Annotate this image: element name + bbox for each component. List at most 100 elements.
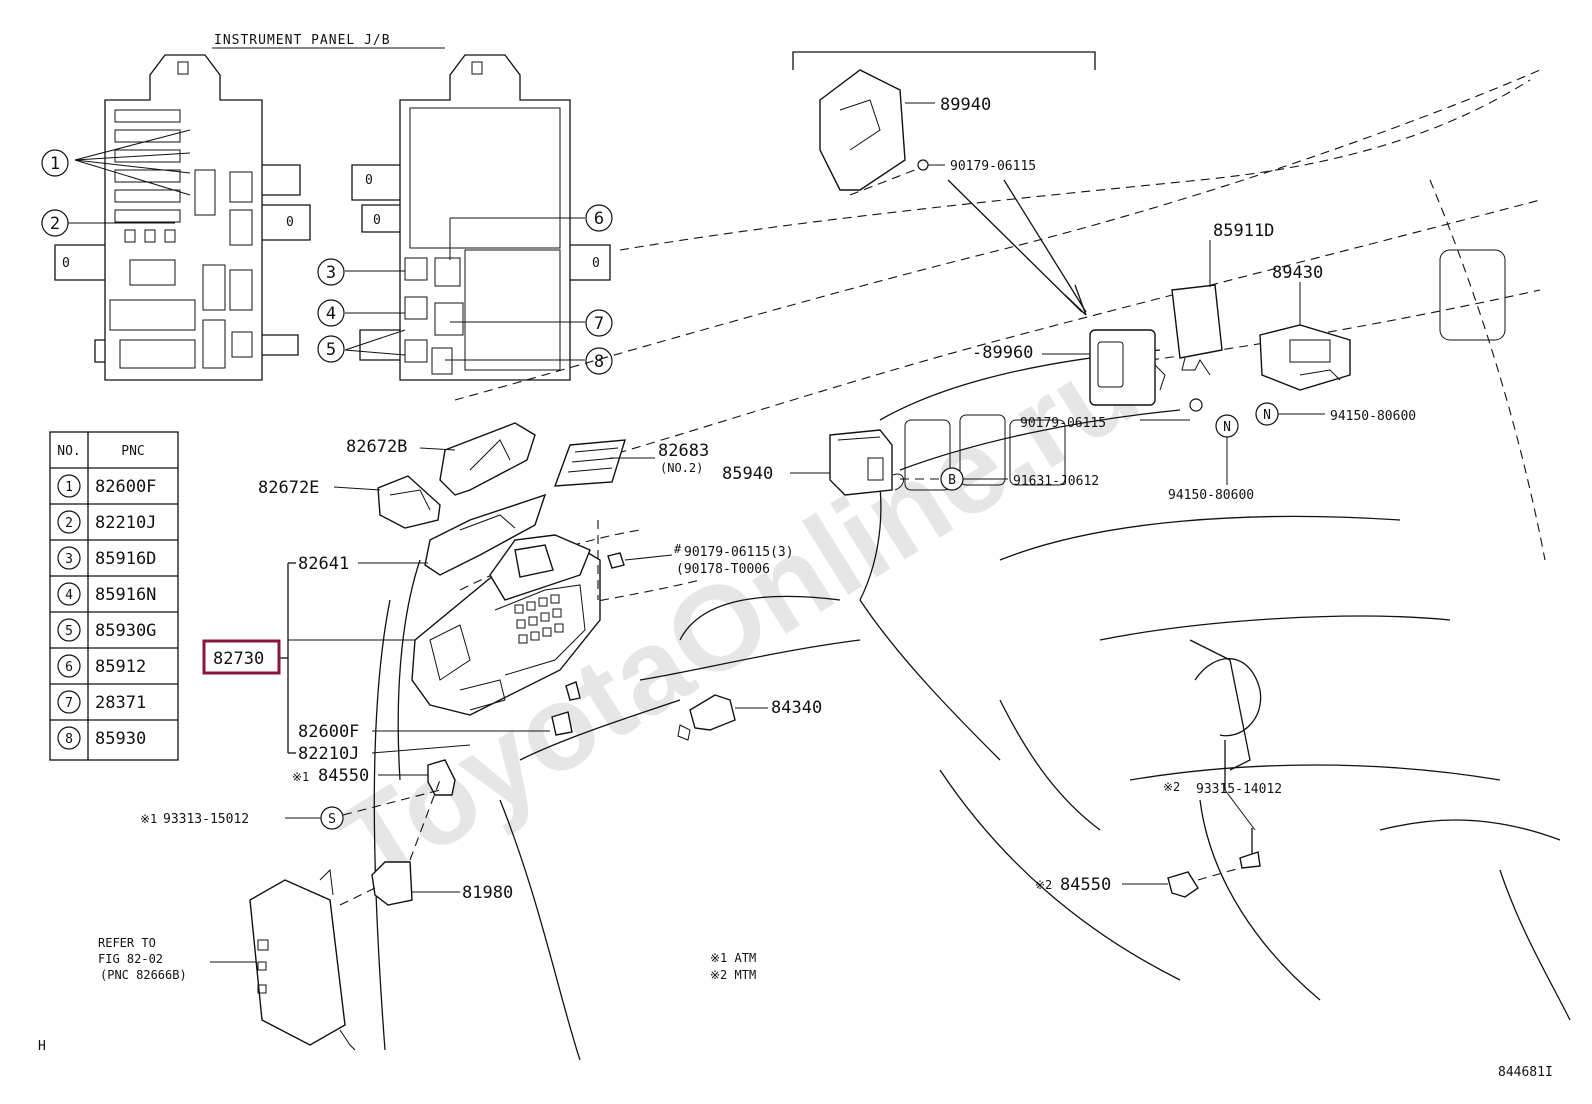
part-82683 (553, 439, 655, 487)
table-header-pnc: PNC (121, 444, 144, 459)
table-row: 8 85930 (57, 726, 146, 750)
table-row: 3 85916D (57, 546, 156, 570)
svg-text:3: 3 (326, 263, 336, 283)
note-atm: ※1 ATM (710, 951, 756, 965)
label-82683-sub: (NO.2) (660, 461, 703, 475)
pnc-table: NO. PNC 1 82600F 2 82210J 3 85916D 4 859… (49, 431, 179, 761)
svg-text:28371: 28371 (95, 693, 146, 713)
svg-text:7: 7 (65, 696, 73, 711)
part-82641 (424, 493, 547, 576)
label-90179-06115-mid: 90179-06115 (1020, 416, 1106, 431)
part-84550-mtm (1122, 867, 1241, 898)
callout-3 (317, 258, 345, 286)
svg-text:S: S (328, 812, 336, 827)
svg-text:0: 0 (365, 173, 373, 188)
svg-text:8: 8 (594, 352, 604, 372)
jb-rear-view: 0 0 0 (351, 54, 611, 381)
label-91631-J0612: 91631-J0612 (1013, 474, 1099, 489)
svg-text:1: 1 (50, 154, 60, 174)
label-82730: 82730 (213, 649, 264, 669)
label-89960: -89960 (972, 343, 1033, 363)
label-93315-mark: ※2 (1163, 780, 1180, 794)
svg-text:6: 6 (65, 660, 73, 675)
label-90179-06115-3: 90179-06115(3) (684, 545, 794, 560)
label-93313-mark: ※1 (140, 812, 157, 826)
highlight-box-82730 (202, 639, 281, 675)
label-84550-atm-mark: ※1 (292, 770, 309, 784)
part-82666B-ecu (210, 868, 376, 1051)
corner-mark-left: H (38, 1039, 46, 1054)
label-82210J: 82210J (298, 744, 359, 764)
callout-5 (317, 335, 345, 363)
label-94150-80600-right: 94150-80600 (1330, 409, 1416, 424)
part-85940 (790, 429, 904, 496)
callout-1 (41, 149, 69, 177)
svg-text:N: N (1223, 420, 1231, 435)
label-82683: 82683 (658, 441, 709, 461)
top-bracket (792, 51, 1096, 70)
part-85911D (1171, 240, 1223, 376)
label-82641: 82641 (298, 554, 349, 574)
table-row: 6 85912 (57, 654, 146, 678)
svg-text:4: 4 (326, 304, 336, 324)
svg-text:2: 2 (50, 214, 60, 234)
svg-text:N: N (1263, 408, 1271, 423)
jb-front-view: 0 0 (54, 54, 311, 381)
label-82600F: 82600F (298, 722, 359, 742)
svg-text:85916D: 85916D (95, 549, 156, 569)
svg-text:7: 7 (594, 314, 604, 334)
part-82672E (333, 475, 441, 529)
callout-7 (585, 309, 613, 337)
callout-6 (585, 204, 613, 232)
svg-text:0: 0 (592, 256, 600, 271)
table-header-no: NO. (57, 444, 80, 459)
part-81980 (371, 861, 460, 906)
label-94150-80600-lower: 94150-80600 (1168, 488, 1254, 503)
label-85911D: 85911D (1213, 221, 1274, 241)
label-90179-06115-top: 90179-06115 (950, 159, 1036, 174)
svg-text:85916N: 85916N (95, 585, 156, 605)
group-bracket-82730 (280, 562, 550, 754)
svg-text:85912: 85912 (95, 657, 146, 677)
part-relay (514, 544, 554, 578)
part-89960 (1089, 329, 1166, 406)
label-84340: 84340 (771, 698, 822, 718)
svg-text:8: 8 (65, 732, 73, 747)
label-85940: 85940 (722, 464, 773, 484)
part-89940 (819, 69, 935, 191)
refer-line-2: FIG 82-02 (98, 952, 163, 966)
note-mtm: ※2 MTM (710, 968, 756, 982)
callout-4 (317, 299, 345, 327)
label-90179-06115-3-mark: # (674, 542, 682, 556)
svg-text:0: 0 (62, 256, 70, 271)
svg-text:0: 0 (373, 213, 381, 228)
label-82672E: 82672E (258, 478, 319, 498)
jb-callouts: 1 2 3 4 5 6 7 8 (41, 129, 613, 375)
part-84550-atm (378, 759, 456, 796)
label-89430: 89430 (1272, 263, 1323, 283)
table-row: 7 28371 (57, 690, 146, 714)
table-row: 5 85930G (57, 618, 156, 642)
label-93315-14012: 93315-14012 (1196, 782, 1282, 797)
svg-text:0: 0 (286, 215, 294, 230)
label-90178-T0006: (90178-T0006 (676, 562, 770, 577)
label-84550-mtm: 84550 (1060, 875, 1111, 895)
watermark: ToyotaOnline.ru (316, 317, 1160, 913)
callout-8 (585, 347, 613, 375)
svg-text:1: 1 (65, 480, 73, 495)
table-row: 1 82600F (57, 474, 156, 498)
part-84340 (677, 694, 768, 741)
svg-text:4: 4 (65, 588, 73, 603)
pointer-arrow (947, 179, 1083, 313)
part-82672B (419, 422, 536, 496)
svg-text:5: 5 (326, 340, 336, 360)
refer-line-1: REFER TO (98, 936, 156, 950)
svg-text:82210J: 82210J (95, 513, 156, 533)
svg-text:6: 6 (594, 209, 604, 229)
svg-text:3: 3 (65, 552, 73, 567)
callout-2 (41, 209, 69, 237)
figure-number: 844681I (1498, 1065, 1553, 1080)
svg-text:85930: 85930 (95, 729, 146, 749)
svg-text:2: 2 (65, 516, 73, 531)
